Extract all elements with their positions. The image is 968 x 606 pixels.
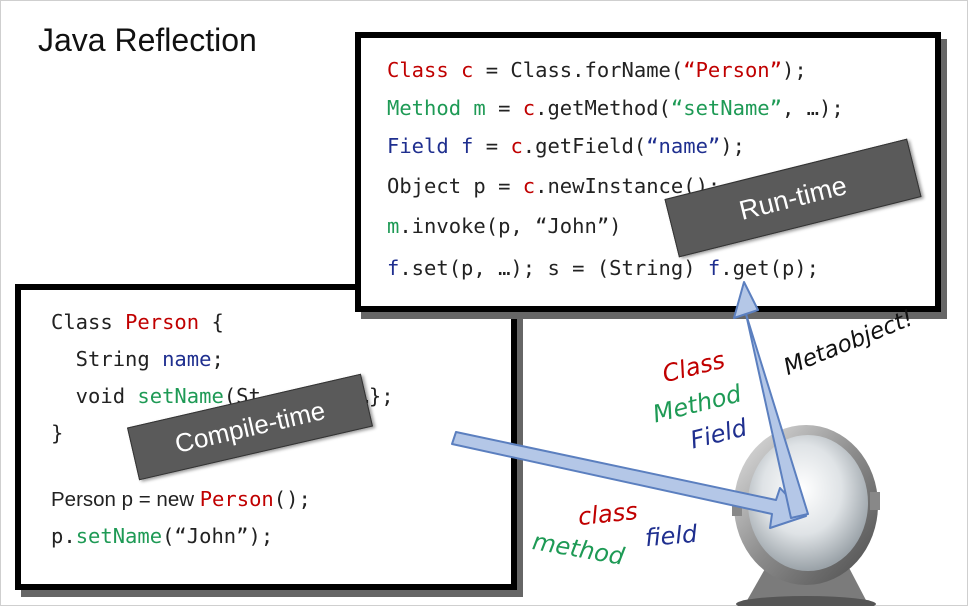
- code-line-f-set-get: f.set(p, …); s = (String) f.get(p);: [387, 256, 819, 280]
- code-line-object-newinstance: Object p = c.newInstance();: [387, 174, 721, 198]
- code-line-close-brace: }: [51, 421, 64, 445]
- code-line-field-getfield: Field f = c.getField(“name”);: [387, 134, 745, 158]
- code-line-string-name: String name;: [51, 347, 224, 371]
- runtime-arrow: [733, 281, 809, 519]
- runtime-code-box: Class c = Class.forName(“Person”); Metho…: [355, 32, 941, 312]
- code-line-method-getmethod: Method m = c.getMethod(“setName”, …);: [387, 96, 844, 120]
- code-line-class-forname: Class c = Class.forName(“Person”);: [387, 58, 807, 82]
- runtime-label: Run-time: [736, 169, 850, 226]
- code-line-p-setname: p.setName(“John”);: [51, 524, 274, 548]
- code-line-class-person: Class Person {: [51, 310, 224, 334]
- code-line-new-person: Person p = new Person();: [51, 487, 311, 511]
- slide-title: Java Reflection: [38, 22, 257, 58]
- code-line-m-invoke: m.invoke(p, “John”): [387, 214, 622, 238]
- label-lower-field: field: [643, 519, 699, 553]
